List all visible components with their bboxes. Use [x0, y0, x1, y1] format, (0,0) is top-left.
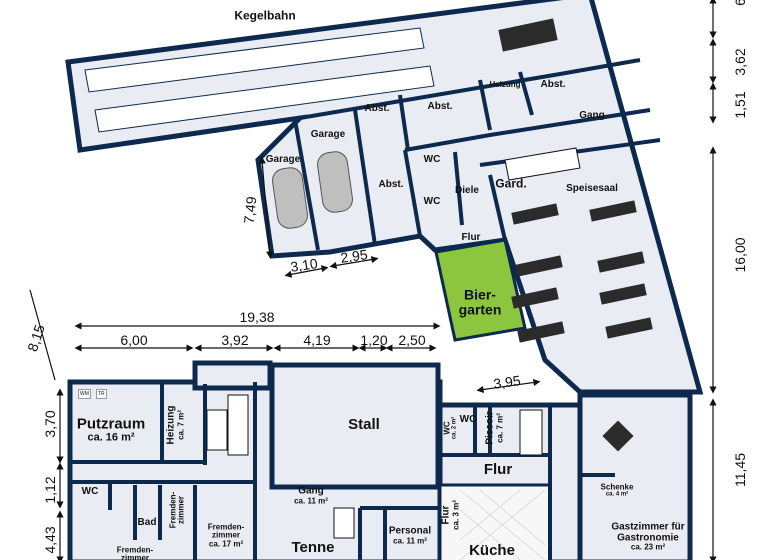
room-label: Fremden- [207, 522, 245, 532]
room-area: ca. 4 m² [605, 492, 629, 499]
room-area: ca. 11 m² [393, 536, 427, 546]
kitchen-tiles [459, 489, 546, 560]
room-area: ca. 2 m² [452, 416, 459, 440]
room-area: ca. 11 m² [294, 496, 328, 506]
room-abstellraum: Abst. [427, 100, 453, 112]
room-abstellraum: Abst. [378, 178, 404, 190]
room-area: ca. 23 m² [630, 542, 666, 552]
lower-stairs [206, 394, 543, 539]
dim-width-4: 1,20 [360, 332, 388, 348]
room-label: Gastzimmer für [611, 521, 685, 533]
upper-stairs [504, 147, 581, 181]
room-garage-1: Garage [265, 153, 301, 165]
dim-height-lower: 4,43 [42, 526, 58, 554]
dim-garage-depth: 7,49 [240, 195, 260, 225]
dim-height-corridor: 1,12 [42, 476, 58, 504]
room-label: Bier- [464, 286, 496, 303]
washer-icon: WM [78, 389, 91, 399]
diagonal-dimension-line [29, 289, 56, 381]
dim-right-1600: 16,00 [732, 237, 748, 273]
room-label: WC [442, 421, 452, 435]
dim-width-3: 4,19 [303, 332, 331, 348]
room-label: Gastronomie [617, 531, 679, 543]
dim-width-5: 2,50 [398, 332, 426, 348]
room-diele: Diele [455, 184, 479, 196]
room-area: ca. 16 m² [87, 431, 135, 444]
room-flur: Flur [483, 461, 513, 479]
room-area: ca. 7 m² [176, 410, 186, 440]
room-label: Personal [388, 525, 432, 537]
room-flur-upper: Flur [461, 231, 481, 243]
dim-width-2: 3,92 [221, 332, 249, 348]
room-label: zimmer [120, 554, 150, 560]
room-biergarten: Bier-garten [459, 287, 502, 316]
biergarten-area [434, 238, 527, 342]
room-wc-upper: WC [423, 153, 441, 165]
room-wc-upper: WC [423, 195, 441, 207]
room-wc: WC [81, 485, 99, 497]
room-wc: WC [459, 413, 477, 425]
room-tenne: Tenne [291, 539, 335, 557]
room-area: ca. 17 m² [208, 539, 244, 549]
room-label: Flur [440, 505, 452, 525]
bowling-lanes [84, 27, 435, 133]
room-fremdenzimmer: Fremden-zimmer [116, 545, 154, 560]
room-gang-upper: Gang [579, 109, 605, 121]
dining-tables [498, 18, 653, 343]
car-icons [272, 151, 353, 229]
dimension-lines [56, 0, 717, 560]
gastzimmer-tables [602, 420, 634, 452]
dim-width-1: 6,00 [120, 332, 148, 348]
room-label: zimmer [177, 495, 186, 525]
dim-right-151: 1,51 [732, 91, 748, 119]
room-heizung-upper: Heizung [489, 79, 521, 89]
room-kegelbahn: Kegelbahn [234, 8, 296, 23]
room-area: ca. 7 m² [495, 413, 505, 443]
dim-right-362: 3,62 [732, 48, 748, 76]
room-garderobe: Gard. [495, 176, 527, 191]
room-label: zimmer [211, 530, 241, 540]
room-label: Heizung [165, 405, 177, 445]
room-label: Schenke [600, 482, 634, 492]
room-label: garten [458, 301, 502, 317]
room-stall: Stall [348, 416, 380, 434]
room-label: Putzraum [76, 415, 146, 433]
room-garage-2: Garage [310, 128, 346, 140]
dryer-icon: TR [96, 389, 107, 399]
dim-height-putzraum: 3,70 [42, 410, 58, 438]
room-label: Gang [298, 485, 324, 497]
room-abstellraum: Abst. [364, 102, 390, 114]
room-bad: Bad [137, 516, 157, 528]
room-fremdenzimmer: Fremden-zimmer [169, 492, 187, 528]
room-label: Fremden- [116, 545, 154, 555]
room-kueche: Küche [469, 542, 515, 560]
room-area: ca. 3 m² [451, 500, 461, 530]
room-label: Pissoir [484, 411, 496, 445]
room-abstellraum: Abst. [540, 78, 566, 90]
dim-right-top: 6 [732, 0, 748, 6]
dim-total-width: 19,38 [239, 309, 275, 325]
dim-right-1145: 11,45 [732, 453, 748, 487]
room-speisesaal: Speisesaal [566, 182, 618, 194]
upper-walls [293, 58, 661, 251]
